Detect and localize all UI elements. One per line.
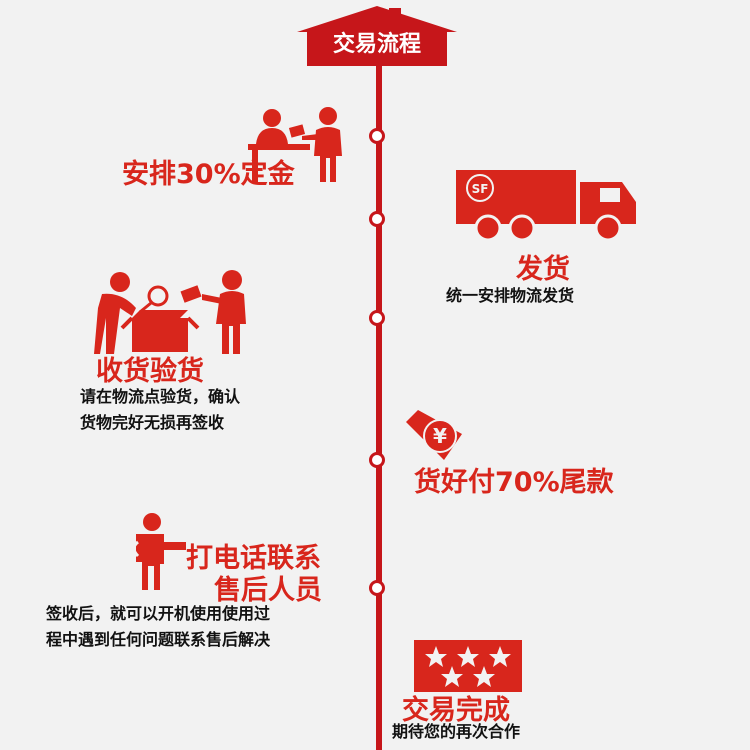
step-title: 售后人员 bbox=[214, 575, 322, 606]
timeline-node bbox=[369, 580, 385, 596]
phone-person-icon bbox=[132, 513, 186, 590]
timeline-node bbox=[369, 310, 385, 326]
sf-truck-icon: SF bbox=[456, 170, 636, 242]
step-title: 打电话联系 bbox=[186, 543, 321, 574]
step-description: 请在物流点验货，确认 bbox=[80, 387, 241, 406]
step-title: 发货 bbox=[516, 254, 570, 285]
step-description: 程中遇到任何问题联系售后解决 bbox=[46, 630, 271, 649]
timeline-line bbox=[376, 58, 382, 750]
truck-logo: SF bbox=[472, 182, 489, 196]
step-description: 货物完好无损再签收 bbox=[80, 413, 225, 432]
step-description: 统一安排物流发货 bbox=[446, 286, 575, 305]
page-title: 交易流程 bbox=[332, 32, 421, 57]
step-title: 安排30%定金 bbox=[122, 159, 295, 190]
step-description: 期待您的再次合作 bbox=[392, 722, 521, 741]
step-title: 收货验货 bbox=[96, 356, 204, 387]
house-header-icon bbox=[297, 6, 457, 66]
step-description: 签收后，就可以开机使用使用过 bbox=[46, 604, 271, 623]
handshake-counter-icon bbox=[248, 107, 342, 182]
timeline-node bbox=[369, 128, 385, 144]
yen-symbol: ¥ bbox=[433, 424, 447, 448]
five-stars-icon bbox=[414, 640, 522, 692]
inspect-package-icon bbox=[94, 270, 246, 354]
step-title: 交易完成 bbox=[402, 695, 510, 726]
step-title: 货好付70%尾款 bbox=[414, 467, 614, 498]
yen-payment-icon: ¥ bbox=[406, 410, 462, 460]
timeline-node bbox=[369, 211, 385, 227]
timeline-node bbox=[369, 452, 385, 468]
